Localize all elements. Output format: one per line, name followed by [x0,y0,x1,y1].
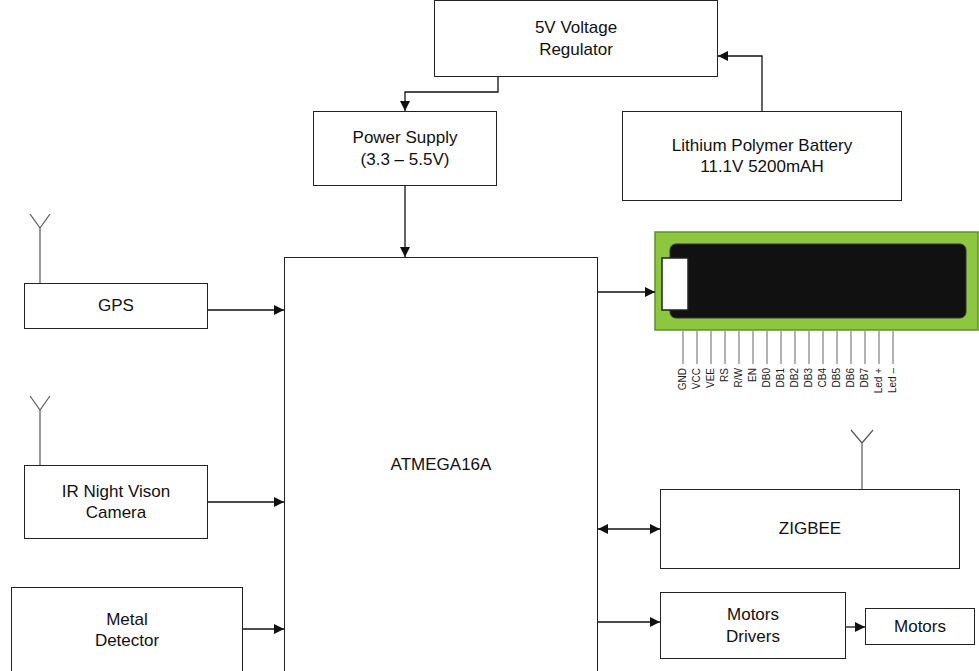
pin-name: CB4 [817,368,829,414]
arrow-connector [208,309,284,310]
lcd-pins [683,331,893,364]
box-label: 5V Voltage Regulator [521,17,631,60]
pin-line [850,331,852,364]
pin-name: VEE [705,368,717,414]
box-label: Lithium Polymer Battery 11.1V 5200mAH [662,135,862,178]
motors-box: Motors [865,608,975,645]
pin-line [794,331,796,364]
pin-name: GND [677,368,689,414]
box-label: GPS [98,295,134,316]
arrow-connector [404,186,405,257]
pin-name: EN [747,368,759,414]
pin-name: DB1 [775,368,787,414]
box-label: Motors [894,616,946,637]
pin-name: DB6 [845,368,857,414]
lcd-arrow [598,291,655,292]
pin-line [864,331,866,364]
pin-line [808,331,810,364]
pin-name: DB0 [761,368,773,414]
arrow-connector [598,621,660,622]
arrow-connector [718,56,762,111]
box-label: Power Supply (3.3 – 5.5V) [340,127,470,170]
camera-box: IR Night Vison Camera [24,465,208,539]
pin-name: RS [719,368,731,414]
pin-line [696,331,698,364]
pin-name: DB7 [859,368,871,414]
pin-name: DB3 [803,368,815,414]
arrow-connector [243,628,284,629]
pin-line [780,331,782,364]
mcu-box: ATMEGA16A [284,257,598,671]
zigbee-box: ZIGBEE [660,489,960,569]
box-label: Motors Drivers [713,604,793,647]
pin-line [878,331,880,364]
pin-name: DB5 [831,368,843,414]
pin-name: DB2 [789,368,801,414]
pin-name: Led + [873,368,885,414]
pin-line [766,331,768,364]
arrow-connector [846,626,865,627]
gps-box: GPS [24,283,208,329]
box-label: ATMEGA16A [391,454,492,475]
pin-line [836,331,838,364]
box-label: IR Night Vison Camera [56,481,176,524]
pin-line [752,331,754,364]
power-supply-box: Power Supply (3.3 – 5.5V) [313,111,497,186]
pin-line [738,331,740,364]
battery-box: Lithium Polymer Battery 11.1V 5200mAH [622,111,902,201]
pin-line [682,331,684,364]
metal-detector-box: Metal Detector [11,587,243,671]
lcd-display [655,232,978,330]
arrow-connector [405,77,498,111]
pin-name: R/W [733,368,745,414]
pin-line [724,331,726,364]
arrow-connector [598,528,660,529]
pin-line [892,331,894,364]
pin-line [710,331,712,364]
arrow-connector [208,501,284,502]
motor-driver-box: Motors Drivers [660,592,846,659]
regulator-box: 5V Voltage Regulator [434,0,718,77]
pin-name: Led – [887,368,899,414]
pin-line [822,331,824,364]
box-label: ZIGBEE [779,518,841,539]
pin-name: VCC [691,368,703,414]
box-label: Metal Detector [82,609,172,652]
